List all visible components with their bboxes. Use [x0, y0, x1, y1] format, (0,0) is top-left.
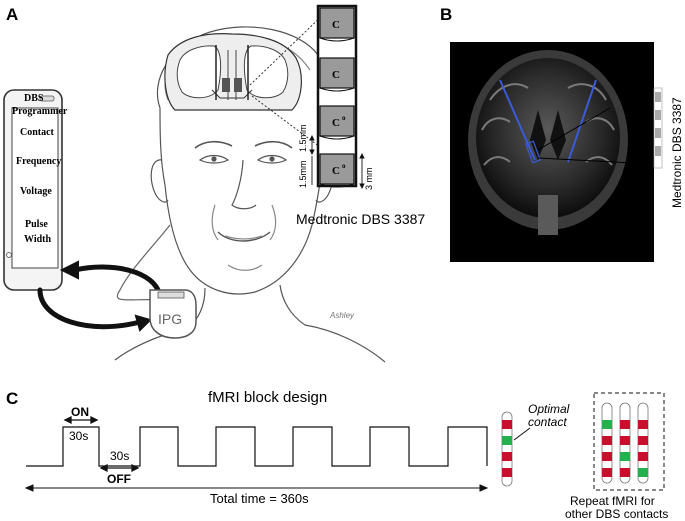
repeat-label-line1: Repeat fMRI for: [570, 494, 655, 508]
panel-letter-c: C: [6, 389, 18, 408]
programmer-item-width: Width: [24, 234, 51, 245]
optimal-contact-lead: [501, 411, 513, 487]
optimal-label-line2: contact: [528, 415, 567, 429]
programmer-item-voltage: Voltage: [20, 186, 52, 197]
mri-lead-strip: [653, 87, 663, 169]
repeat-lead-3: [637, 402, 649, 484]
zoom-lines: [249, 9, 329, 151]
telemetry-arrows: [37, 260, 163, 332]
repeat-lead-2: [619, 402, 631, 484]
dbs-programmer: DBS Programmer Contact Frequency Voltage…: [3, 89, 68, 291]
mri-caption: Medtronic DBS 3387: [670, 97, 684, 208]
dim-label-contact: 3 mm: [364, 168, 374, 191]
off-time: 30s: [110, 449, 129, 463]
on-duration-arrow: [63, 415, 99, 425]
contact-label: C: [332, 117, 340, 129]
block-design-waveform: [26, 426, 488, 467]
programmer-title-line2: Programmer: [12, 106, 68, 117]
programmer-title-line1: DBS: [24, 93, 44, 104]
power-icon: [6, 252, 12, 258]
on-time: 30s: [69, 429, 88, 443]
panel-letter-b: B: [440, 5, 452, 24]
repeat-label-line2: other DBS contacts: [565, 507, 668, 521]
mri-image: [450, 42, 654, 262]
contact-label: C: [332, 69, 340, 81]
repeat-lead-1: [601, 402, 613, 484]
contact-prime: o: [342, 114, 346, 122]
off-duration-arrow: [99, 463, 140, 473]
optimal-pointer: [513, 427, 531, 441]
lead-caption: Medtronic DBS 3387: [296, 211, 425, 227]
ipg-device: IPG: [149, 289, 197, 339]
brain-slice-inset: [164, 33, 302, 111]
optimal-label-line1: Optimal: [528, 402, 570, 416]
dim-label-width: 1.5mm: [298, 160, 308, 188]
contact-prime: o: [342, 162, 346, 170]
programmer-item-contact: Contact: [20, 127, 55, 138]
electrode-lead: C C C C o o 1.5mm 1.5mm 3 mm: [298, 4, 374, 191]
programmer-item-pulse: Pulse: [25, 219, 48, 230]
dim-label-spacing: 1.5mm: [298, 124, 308, 152]
lead-contacts: [319, 7, 355, 188]
off-label: OFF: [107, 472, 131, 486]
repeat-leads-box: [593, 392, 665, 491]
on-label: ON: [71, 405, 89, 419]
artist-signature: Ashley: [329, 311, 355, 320]
programmer-item-frequency: Frequency: [16, 156, 61, 167]
contact-label: C: [332, 165, 340, 177]
total-time-arrow: [24, 484, 489, 492]
contact-label: C: [332, 19, 340, 31]
total-time-label: Total time = 360s: [210, 491, 309, 506]
ipg-label: IPG: [158, 311, 182, 327]
panel-letter-a: A: [6, 5, 18, 24]
block-design-title: fMRI block design: [208, 389, 327, 406]
